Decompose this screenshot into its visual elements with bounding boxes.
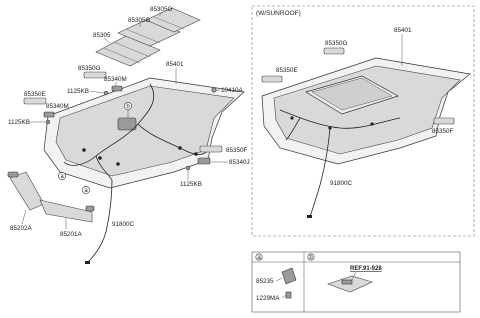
label-10410a: 10410A (221, 87, 244, 94)
legend-b-mark: b (307, 253, 315, 261)
legend-ref: REF.91-928 (350, 266, 382, 272)
sunroof-title: (W/SUNROOF) (256, 10, 301, 17)
headlining-sunroof (261, 57, 471, 165)
svg-text:a: a (60, 174, 64, 180)
clip-85235 (281, 267, 297, 285)
label-85305g-b: 85305G (128, 17, 151, 24)
roof-wire-sunroof (309, 127, 331, 217)
label-85350f: 85350F (226, 147, 248, 154)
legend-box: a b 85235 1229MA REF.91-928 (251, 251, 461, 313)
sunroof-label-85350e: 85350E (276, 67, 298, 74)
assist-handle-bracket-right (185, 145, 223, 171)
label-85340m-top: 85340M (104, 76, 127, 83)
assist-handle-bracket-left (23, 97, 55, 125)
label-85340j: 85340J (229, 159, 250, 166)
sunroof-bracket-85350g (323, 47, 345, 55)
svg-text:b: b (309, 255, 313, 261)
sunroof-label-91800c: 91800C (330, 180, 353, 187)
headlining-main (43, 77, 245, 189)
console-lamp (341, 279, 353, 285)
label-85350e: 85350E (24, 91, 46, 98)
legend-label-85235: 85235 (256, 278, 274, 285)
roof-wire-main (87, 179, 113, 263)
sunroof-label-85350g: 85350G (325, 40, 348, 47)
sunroof-label-85401: 85401 (394, 27, 412, 34)
sunroof-label-85350f: 85350F (432, 128, 454, 135)
callout-b-main: b (124, 102, 132, 110)
callout-a-main-2: a (82, 186, 90, 194)
label-91800c: 91800C (112, 221, 135, 228)
label-1125kb-c: 1125KB (180, 181, 202, 188)
screw-1229ma (285, 291, 292, 299)
sunroof-bracket-85350e (261, 75, 283, 83)
callout-a-main: a (58, 172, 66, 180)
label-85202a: 85202A (10, 225, 33, 232)
label-85201a: 85201A (60, 231, 83, 238)
sun-visor-left-85202a (7, 171, 45, 211)
label-85350g: 85350G (78, 65, 101, 72)
svg-text:a: a (257, 255, 261, 261)
label-1125kb-a: 1125KB (67, 88, 89, 95)
label-85305g: 85305G (150, 6, 173, 13)
label-85305: 85305 (93, 32, 111, 39)
sun-visor-right-85201a (39, 199, 95, 223)
assist-handle-bracket-upper (83, 71, 123, 96)
svg-text:b: b (126, 104, 130, 110)
label-1125kb-b: 1125KB (8, 119, 30, 126)
legend-a-mark: a (255, 253, 263, 261)
sunroof-variant-frame (251, 5, 475, 237)
svg-text:a: a (84, 188, 88, 194)
sunroof-bracket-85350f (433, 117, 455, 125)
label-85340m-left: 85340M (46, 103, 69, 110)
legend-label-1229ma: 1229MA (256, 295, 280, 302)
roof-pad-85305g-upper (145, 7, 201, 33)
label-85401: 85401 (166, 61, 184, 68)
